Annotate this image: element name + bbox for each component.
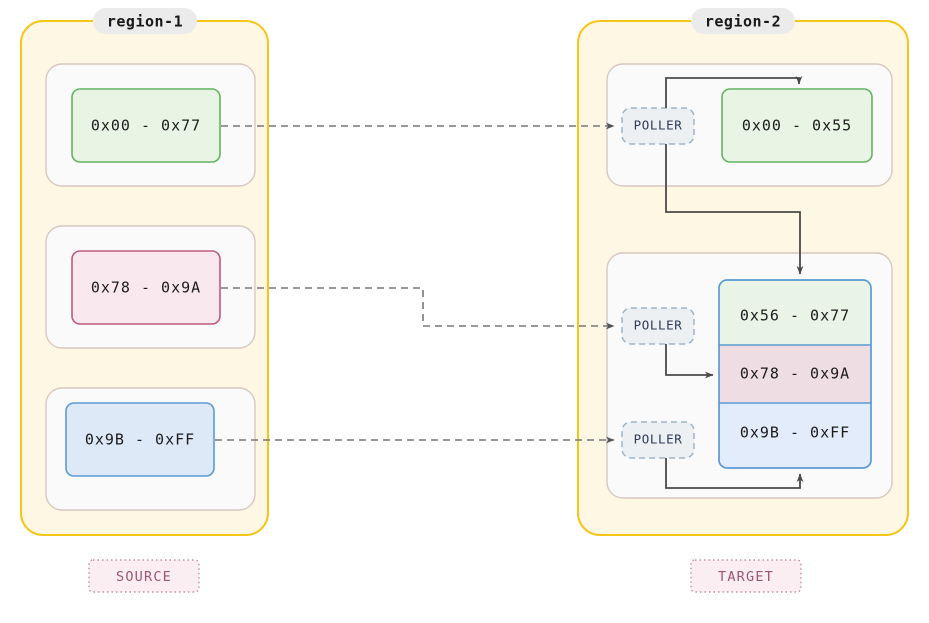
src-block-1-label: 0x00 - 0x77 (91, 117, 201, 135)
source-endcap-pill (88, 559, 200, 593)
tgt-stack-outline (718, 279, 872, 469)
src-block-2-label: 0x78 - 0x9A (91, 279, 201, 297)
tgt-stack-3-label: 0x9B - 0xFF (740, 424, 850, 442)
poller-1[interactable] (621, 107, 695, 145)
conn-5-poller1-to-stack (665, 144, 804, 275)
tgt-stack-3-fill[interactable] (719, 403, 871, 468)
conn-4-poller1-to-green (665, 76, 803, 108)
tgt-stack-2-label: 0x78 - 0x9A (740, 365, 850, 383)
endcap-target[interactable]: TARGET (690, 559, 802, 593)
source-endcap-label: SOURCE (116, 569, 172, 585)
poller-3[interactable] (621, 421, 695, 459)
src-block-2[interactable] (71, 250, 221, 325)
poller-3-label: POLLER (634, 432, 683, 447)
target-subgroup-2: POLLER POLLER 0x56 - 0x77 0x78 - 0x9A 0x… (606, 252, 893, 499)
src-block-3-label: 0x9B - 0xFF (85, 431, 195, 449)
tgt-block-1[interactable] (721, 88, 873, 163)
tgt-stack-2-fill[interactable] (719, 345, 871, 403)
source-subgroup-2: 0x78 - 0x9A (45, 225, 256, 349)
tgt-stack-1-label: 0x56 - 0x77 (740, 307, 850, 325)
src-block-3[interactable] (65, 402, 215, 477)
region-1-title-pill (93, 8, 197, 34)
conn-2-src-to-poller2 (221, 287, 615, 330)
region-1-title: region-1 (107, 13, 183, 31)
tgt-block-1-label: 0x00 - 0x55 (742, 117, 852, 135)
internal-connectors (665, 76, 804, 489)
poller-1-label: POLLER (634, 118, 683, 133)
src-block-1[interactable] (71, 88, 221, 163)
region-2-group[interactable]: region-2 POLLER 0x00 - 0x55 POLLER POLLE… (577, 8, 909, 536)
target-endcap-label: TARGET (718, 569, 774, 585)
target-endcap-pill (690, 559, 802, 593)
source-subgroup-1: 0x00 - 0x77 (45, 63, 256, 187)
tgt-stack-1-fill[interactable] (719, 280, 871, 345)
region-2-title-pill (691, 8, 795, 34)
target-stack: 0x56 - 0x77 0x78 - 0x9A 0x9B - 0xFF (718, 279, 872, 469)
poller-2-label: POLLER (634, 318, 683, 333)
region-1-group[interactable]: region-1 0x00 - 0x77 0x78 - 0x9A 0x9B - … (20, 8, 269, 536)
endcap-source[interactable]: SOURCE (88, 559, 200, 593)
conn-7-poller3-to-blue (665, 458, 804, 489)
region-2-title: region-2 (705, 13, 781, 31)
conn-6-poller2-to-pink (665, 344, 714, 379)
poller-2[interactable] (621, 307, 695, 345)
source-subgroup-3: 0x9B - 0xFF (45, 387, 256, 511)
target-subgroup-1: POLLER 0x00 - 0x55 (606, 63, 893, 187)
flow-connectors (215, 122, 615, 444)
